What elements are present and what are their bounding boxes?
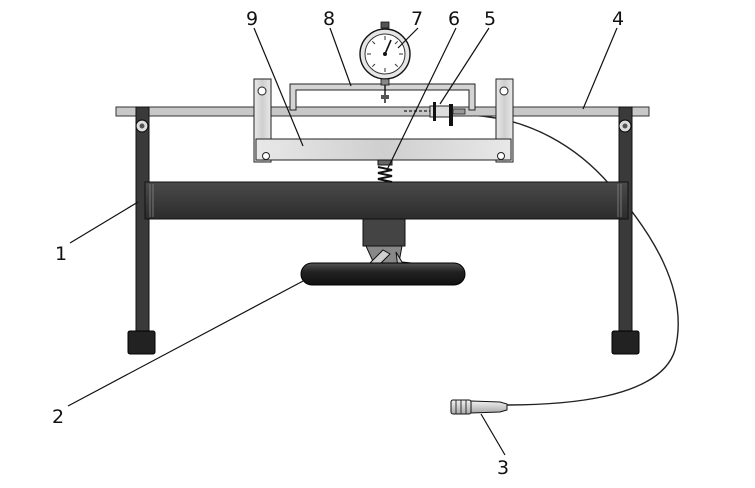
leader-3	[480, 413, 506, 456]
leader-6	[385, 27, 457, 173]
callout-8: 8	[323, 8, 335, 30]
callout-3: 3	[497, 457, 509, 479]
callout-4: 4	[612, 8, 624, 30]
cable-connector	[450, 399, 508, 415]
leader-4	[582, 27, 618, 110]
callout-9: 9	[246, 8, 258, 30]
spring	[377, 159, 393, 183]
callout-7: 7	[411, 8, 423, 30]
leader-1	[69, 201, 139, 244]
gauge-bracket	[289, 83, 476, 111]
top-rail	[115, 106, 650, 117]
displacement-sensor	[404, 102, 466, 126]
leader-5	[439, 27, 490, 105]
main-beam	[144, 181, 629, 220]
leader-8	[329, 27, 352, 87]
right-leg	[611, 106, 640, 355]
callout-2: 2	[52, 406, 64, 428]
left-leg	[127, 106, 156, 355]
crossbar	[255, 138, 512, 161]
sensor-cable	[461, 114, 679, 406]
leader-2	[67, 279, 306, 407]
handle-grip	[300, 262, 466, 286]
callout-1: 1	[55, 243, 67, 265]
dial-gauge	[359, 21, 411, 103]
leader-lines	[67, 27, 618, 456]
callout-5: 5	[484, 8, 496, 30]
beam-end-ribs	[149, 184, 622, 217]
leader-7	[397, 27, 419, 49]
callout-6: 6	[448, 8, 460, 30]
leader-9	[253, 27, 304, 147]
